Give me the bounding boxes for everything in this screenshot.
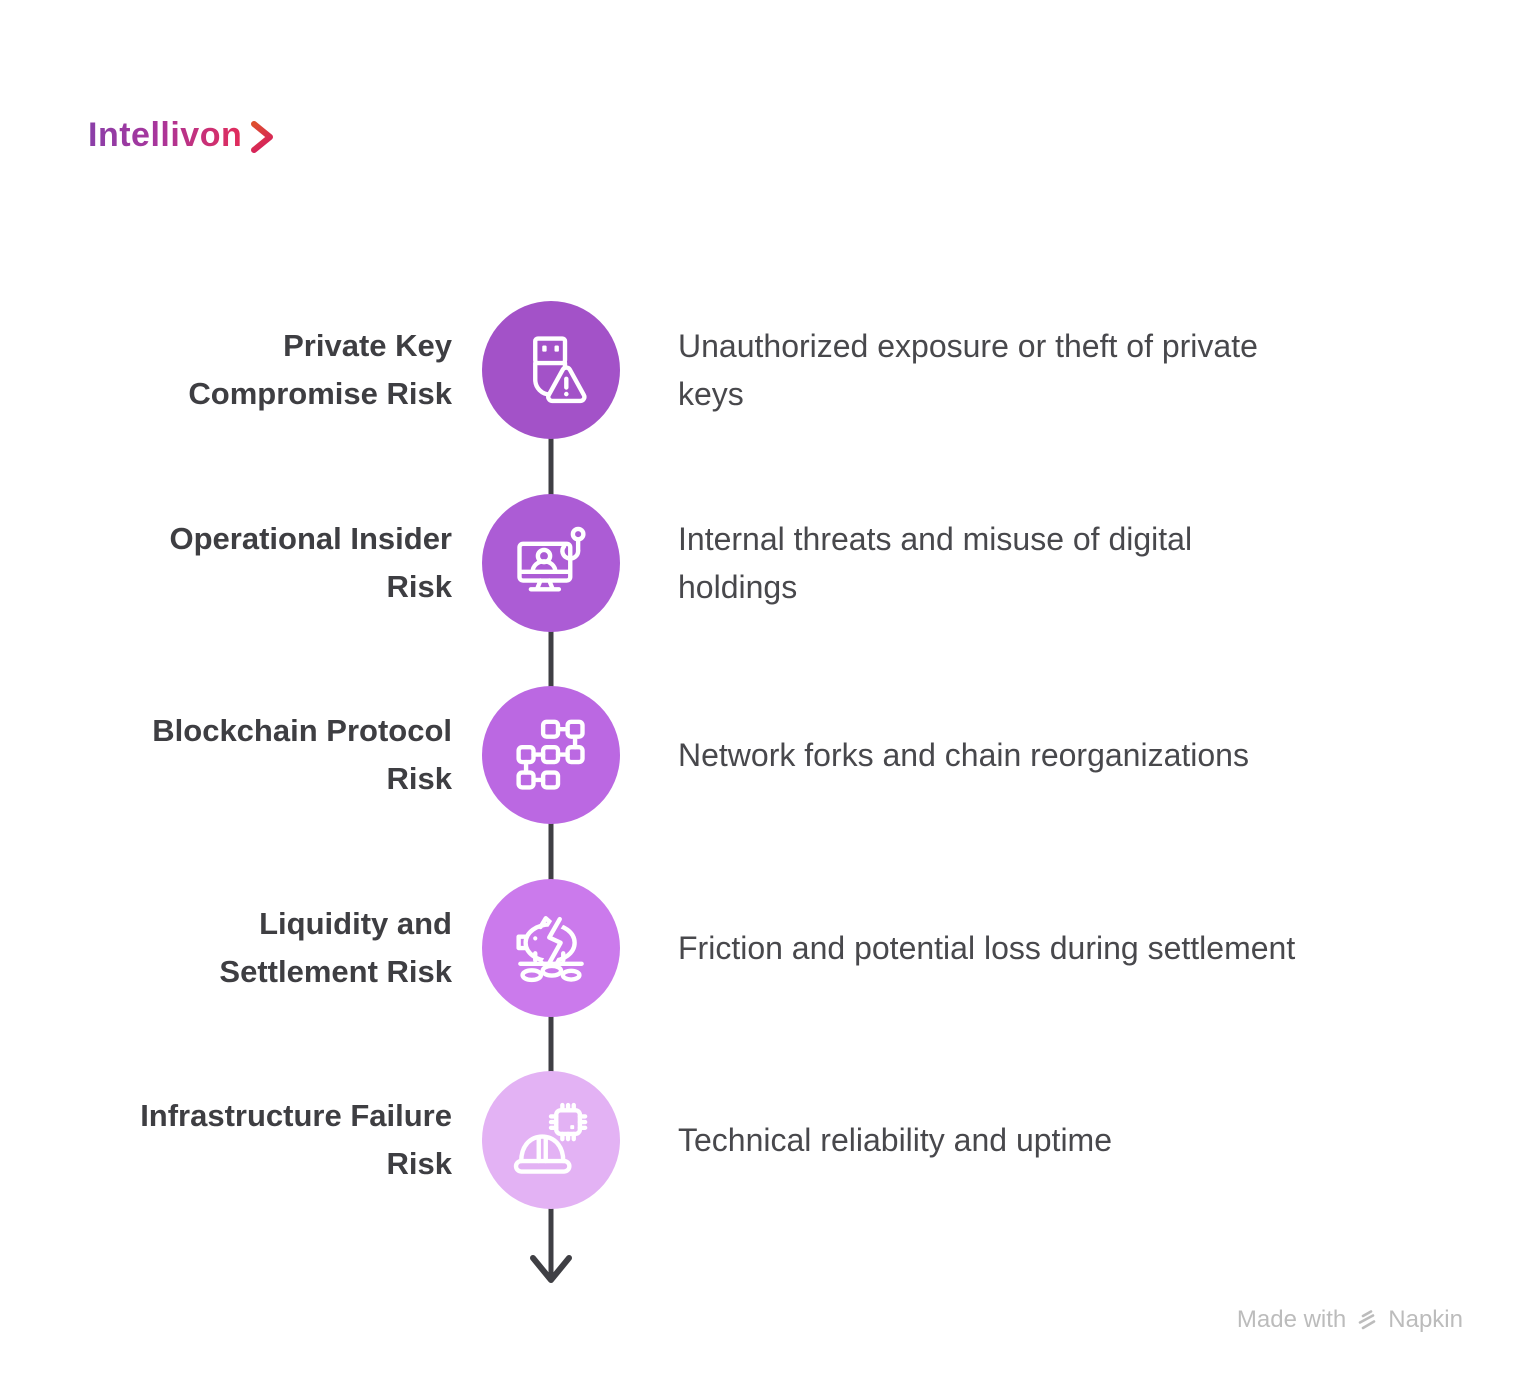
risk-title: Operational Insider Risk: [40, 515, 452, 611]
risk-description: Internal threats and misuse of digital h…: [678, 515, 1478, 611]
risk-title-line: Risk: [386, 569, 452, 604]
risk-row-infrastructure: Infrastructure Failure Risk Technical r: [0, 1044, 1513, 1236]
brand-logo: Intellivon: [88, 116, 275, 155]
risk-row-liquidity: Liquidity and Settlement Risk: [0, 852, 1513, 1044]
risk-title-line: Risk: [386, 761, 452, 796]
risk-title-line: Liquidity and: [259, 906, 452, 941]
risk-description-line: Friction and potential loss during settl…: [678, 930, 1296, 966]
made-with-text: Made with: [1236, 1306, 1347, 1333]
risk-description-line: holdings: [678, 569, 798, 605]
risk-description-line: Technical reliability and uptime: [678, 1122, 1112, 1158]
risk-title: Blockchain Protocol Risk: [40, 707, 452, 803]
risk-description: Friction and potential loss during settl…: [678, 924, 1478, 972]
risk-title: Infrastructure Failure Risk: [40, 1092, 452, 1188]
risk-title-line: Infrastructure Failure: [140, 1098, 452, 1133]
brand-logo-text: Intellivon: [88, 116, 243, 154]
risk-title-line: Private Key: [283, 328, 452, 363]
risk-circle: [482, 301, 620, 439]
hard-hat-chip-icon: [513, 1102, 588, 1174]
risk-title: Private Key Compromise Risk: [40, 322, 452, 418]
risk-circle: [482, 1071, 620, 1209]
risk-description-line: Network forks and chain reorganizations: [678, 737, 1249, 773]
broken-piggy-bank-icon: [516, 916, 584, 983]
arrow-down-icon: [530, 1255, 572, 1283]
risk-row-private-key: Private Key Compromise Risk Unauthorized…: [0, 274, 1513, 466]
risk-title: Liquidity and Settlement Risk: [40, 900, 452, 996]
risk-circle: [482, 879, 620, 1017]
risk-description-line: keys: [678, 376, 744, 412]
risk-title-line: Operational Insider: [169, 521, 452, 556]
risk-row-blockchain: Blockchain Protocol Risk: [0, 659, 1513, 851]
blockchain-nodes-icon: [516, 719, 585, 790]
risk-title-line: Risk: [386, 1146, 452, 1181]
chevron-right-icon: [251, 120, 274, 153]
risk-title-line: Compromise Risk: [188, 376, 452, 411]
risk-circle: [482, 686, 620, 824]
usb-warning-icon: [533, 336, 587, 404]
risk-description: Network forks and chain reorganizations: [678, 731, 1478, 779]
made-with-napkin: Made with Napkin: [1237, 1306, 1463, 1334]
risk-description: Unauthorized exposure or theft of privat…: [678, 322, 1478, 418]
risk-description-line: Unauthorized exposure or theft of privat…: [678, 328, 1258, 364]
risk-row-insider: Operational Insider Risk Internal thr: [0, 467, 1513, 659]
risk-description: Technical reliability and uptime: [678, 1116, 1478, 1164]
risk-title-line: Blockchain Protocol: [152, 713, 452, 748]
risk-title-line: Settlement Risk: [219, 954, 452, 989]
napkin-logo-icon: [1358, 1310, 1376, 1330]
risk-circle: [482, 494, 620, 632]
insider-monitor-hook-icon: [517, 526, 586, 592]
risk-description-line: Internal threats and misuse of digital: [678, 521, 1193, 557]
napkin-brand-text: Napkin: [1388, 1306, 1463, 1333]
